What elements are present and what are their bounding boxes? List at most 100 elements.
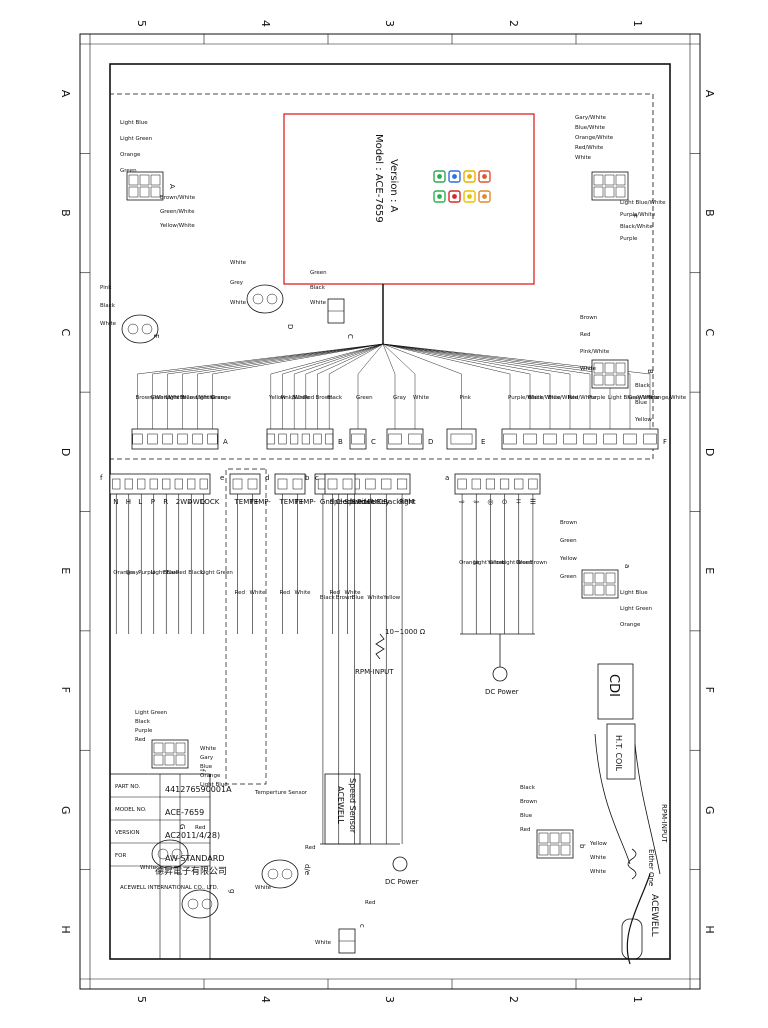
harness-a-connector [454, 473, 541, 495]
top-wire-F: Red/White [568, 395, 597, 401]
zone-letter-D: D [59, 448, 72, 456]
conn-D-wire: Grey [230, 280, 244, 286]
harness-e-signal-1: TEMP- [249, 498, 272, 506]
top-wire-B: Blue [292, 395, 305, 401]
indicator-lamp [463, 170, 476, 183]
title-value: 441276590001A [165, 785, 232, 794]
harness-e-color-1: White [250, 590, 267, 596]
conn-F-wire-left: Gary/White [575, 115, 607, 121]
zone-letter-A: A [59, 90, 72, 98]
top-wire-F: Gray/White [628, 395, 660, 401]
harness-e-label: e [220, 474, 224, 482]
harness-f-color-6: Black [188, 570, 204, 576]
rpm-input-label: RPM-INPUT [355, 668, 394, 676]
speed-sensor-name: Speed Sensor [348, 778, 357, 834]
title-value: AW STANDARD [165, 854, 225, 863]
conn-C-wire: White [310, 300, 327, 306]
indicator-lamp [478, 170, 491, 183]
conn-B-wire: Red [580, 332, 590, 338]
zone-letter-F: F [59, 687, 72, 693]
indicator-symbol [482, 194, 487, 199]
zone-number-1: 1 [631, 996, 644, 1003]
zone-letter-E: E [703, 567, 716, 574]
conn-D-wire: White [230, 300, 247, 306]
pinout-a-wire-right: Light Green [620, 606, 653, 612]
harness-f-signal-1: H [126, 498, 131, 506]
conn-A-wire-left: Light Green [120, 136, 153, 142]
pinout-b-wire: Brown [520, 799, 538, 805]
zone-letter-F: F [703, 687, 716, 693]
zone-number-4: 4 [259, 996, 272, 1003]
conn-E-label: E [152, 334, 160, 338]
model-name: Model : ACE-7659 [373, 134, 384, 223]
harness-b-signal-1: Clock Power [336, 498, 379, 506]
harness-fan [137, 343, 651, 429]
zone-letter-C: C [59, 328, 72, 336]
zone-letter-E: E [59, 567, 72, 574]
pinout-f-wire: Purple [135, 728, 153, 734]
cdi-label: CDI [606, 674, 621, 697]
zone-number-1: 1 [631, 20, 644, 27]
zone-letter-B: B [59, 209, 72, 217]
pinout-f-wire: Light Green [135, 710, 168, 716]
zone-number-5: 5 [135, 20, 148, 27]
zone-number-3: 3 [383, 20, 396, 27]
zone-letter-D: D [703, 448, 716, 456]
harness-a-color-4: Green [516, 560, 533, 566]
harness-c-signal-0: Speed+ [330, 498, 358, 506]
cdi-box [597, 663, 634, 720]
harness-f-label: f [100, 474, 103, 482]
pinout-f-wire: Gary [200, 755, 214, 761]
zone-number-4: 4 [259, 20, 272, 27]
zone-number-2: 2 [507, 20, 520, 27]
acewell-brand: ACEWELL [649, 894, 659, 937]
pinout-b-wire: Red [520, 827, 530, 833]
harness-f-color-4: Blue [163, 570, 176, 576]
fuel-resistor-label: 10~1000 Ω [385, 628, 426, 636]
harness-f-signal-7: LOCK [201, 498, 220, 506]
title-key: VERSION [115, 830, 140, 836]
harness-a-color-5: Brown [530, 560, 548, 566]
indicator-symbol [467, 194, 472, 199]
harness-b-color-0: Black [320, 595, 336, 601]
indicator-symbol [452, 194, 457, 199]
top-connector-label-C: C [371, 438, 376, 446]
top-wire-B: Black [327, 395, 343, 401]
conn-E-pinout [121, 314, 159, 344]
pinout-b-label: b [578, 844, 586, 849]
top-connector-A [131, 428, 219, 450]
pinout-f-wire: Blue [200, 764, 213, 770]
zone-letter-B: B [703, 209, 716, 217]
zone-number-5: 5 [135, 996, 148, 1003]
indicator-symbol [437, 174, 442, 179]
conn-B-wire: Brown [580, 315, 598, 321]
zone-letter-H: H [703, 925, 716, 933]
coil-label: H.T. COIL [614, 735, 623, 772]
harness-d-signal-1: TEMP- [294, 498, 317, 506]
conn-E-wire: Pink [100, 285, 112, 291]
harness-rows: a⇨Orange⇦Light Green◎Yellow⊙Light Blue∓G… [100, 473, 548, 601]
zone-ticks [80, 34, 700, 989]
spark-plug-cap [621, 918, 643, 960]
top-wire-A: Green/White [151, 395, 186, 401]
pinout-G [151, 839, 189, 869]
pinout-a-label: a [623, 564, 631, 568]
top-wire-A: Yellow/White [180, 395, 216, 401]
pinout-a-wire-left: Yellow [559, 556, 577, 562]
conn-F-wire-right: Purple [620, 236, 638, 242]
harness-a-color-1: Light Green [473, 560, 506, 566]
pinout-c-label: c [358, 924, 366, 928]
top-wire-D: White [413, 395, 430, 401]
title-key: MODEL NO. [115, 807, 147, 813]
top-connector-label-B: B [338, 438, 343, 446]
speed-sensor-brand: ACEWELL [336, 786, 345, 824]
conn-A-pinout [126, 171, 164, 201]
temp-sensor-group [225, 468, 267, 785]
harness-a-color-2: Yellow [486, 560, 504, 566]
conn-F-wire-left: Orange/White [575, 135, 614, 141]
